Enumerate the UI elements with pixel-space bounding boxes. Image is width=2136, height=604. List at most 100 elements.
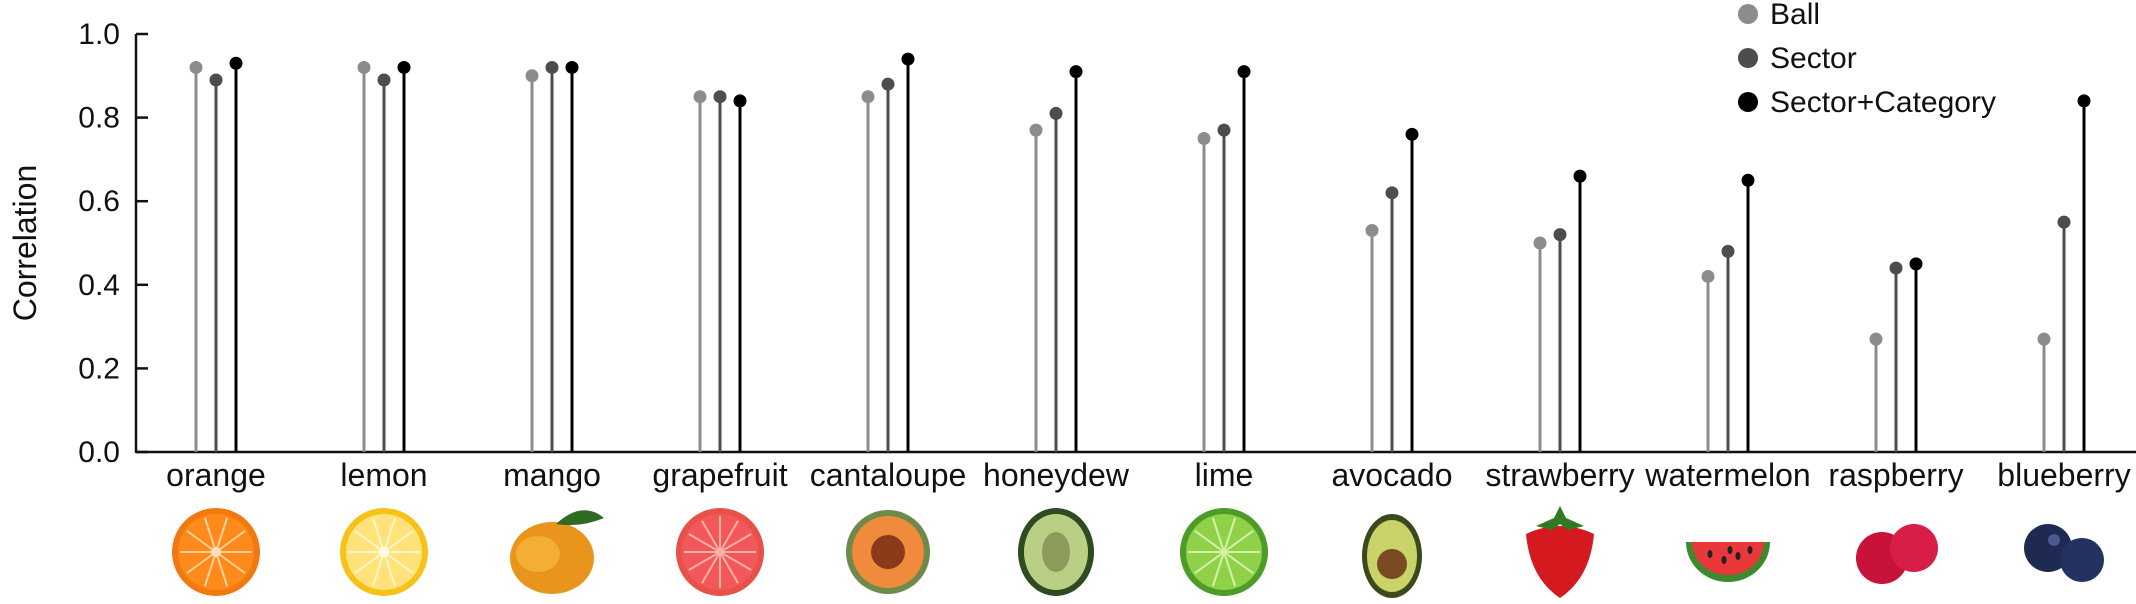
point-lemon-0 [357,60,371,74]
point-avocado-0 [1365,223,1379,237]
point-mango-1 [545,60,559,74]
point-mango-2 [565,60,579,74]
point-watermelon-2 [1741,173,1755,187]
point-grapefruit-0 [693,90,707,104]
mango-leaf [556,510,604,526]
blueberry-icon [2024,524,2104,582]
grapefruit-segment [688,533,721,553]
grapefruit-icon [676,508,764,596]
raspberry-icon [1856,524,1938,584]
blueberry-right [2060,538,2104,582]
point-grapefruit-2 [733,94,747,108]
lemon-segment [354,551,385,574]
y-axis-label: Correlation [7,165,43,322]
point-orange-1 [209,73,223,87]
point-blueberry-2 [2077,94,2091,108]
y-tick-label: 0.2 [78,352,120,385]
watermelon-icon [1686,542,1770,582]
lime-segment [1223,530,1254,553]
point-lemon-1 [377,73,391,87]
blueberry-highlight [2048,534,2060,546]
orange-segment [215,551,246,574]
lime-icon [1180,508,1268,596]
orange-segment [203,517,217,553]
category-label-lime: lime [1195,457,1254,493]
point-blueberry-0 [2037,332,2051,346]
watermelon-seed [1707,550,1713,558]
y-tick-label: 0.4 [78,269,120,302]
category-label-strawberry: strawberry [1485,457,1634,493]
lime-segment [1223,517,1237,553]
orange-segment [186,551,217,574]
point-strawberry-2 [1573,169,1587,183]
lemon-segment [383,551,414,574]
orange-segment [215,517,229,553]
legend-label-1: Sector [1770,42,1857,75]
point-honeydew-1 [1049,106,1063,120]
grapefruit-segment [688,551,721,571]
strawberry-body [1526,526,1594,598]
orange-core [211,547,221,557]
point-lime-2 [1237,65,1251,79]
fruit-images [172,506,2104,598]
y-tick-label: 0.6 [78,185,120,218]
category-label-mango: mango [503,457,601,493]
point-strawberry-1 [1553,228,1567,242]
grapefruit-segment [701,520,721,553]
point-lime-0 [1197,132,1211,145]
raspberry-right [1890,524,1938,572]
mango-highlight [516,536,560,572]
grapefruit-segment [719,551,739,584]
watermelon-seed [1727,546,1733,554]
category-label-avocado: avocado [1332,457,1453,493]
data-marks [189,52,2091,452]
orange-segment [215,530,246,553]
point-lime-1 [1217,123,1231,137]
category-label-raspberry: raspberry [1828,457,1963,493]
honeydew-seeds [1042,532,1070,572]
grapefruit-segment [701,551,721,584]
point-raspberry-2 [1909,257,1923,271]
point-strawberry-0 [1533,236,1547,250]
point-cantaloupe-2 [901,52,915,66]
lemon-segment [383,530,414,553]
orange-segment [215,551,229,587]
grapefruit-segment [719,533,752,553]
mango-icon [510,510,604,594]
point-avocado-2 [1405,127,1419,141]
legend-label-2: Sector+Category [1770,86,1996,119]
lime-segment [1194,530,1225,553]
avocado-pit [1377,549,1407,579]
point-grapefruit-1 [713,90,727,104]
point-honeydew-2 [1069,65,1083,79]
watermelon-seed [1721,556,1727,564]
strawberry-leaves [1536,506,1584,530]
category-label-honeydew: honeydew [983,457,1130,493]
strawberry-icon [1526,506,1594,598]
lime-segment [1223,551,1254,574]
grapefruit-segment [719,520,739,553]
point-honeydew-0 [1029,123,1043,137]
orange-icon [172,508,260,596]
orange-segment [203,551,217,587]
lemon-segment [383,551,397,587]
y-tick-label: 1.0 [78,18,120,51]
lemon-core [379,547,389,557]
lime-segment [1223,551,1237,587]
point-cantaloupe-1 [881,77,895,91]
point-raspberry-1 [1889,261,1903,275]
point-lemon-2 [397,60,411,74]
lemon-icon [340,508,428,596]
avocado-icon [1362,514,1422,598]
lime-segment [1211,551,1225,587]
watermelon-seed [1735,552,1741,560]
point-raspberry-0 [1869,332,1883,346]
y-tick-label: 0.8 [78,102,120,135]
category-label-blueberry: blueberry [1997,457,2130,493]
category-label-orange: orange [166,457,266,493]
